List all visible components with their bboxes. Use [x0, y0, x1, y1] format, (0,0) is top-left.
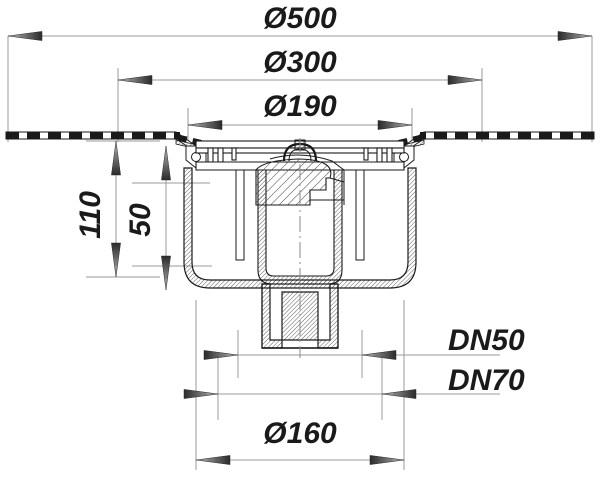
label-h110: 110 — [74, 191, 107, 239]
label-h50: 50 — [124, 203, 157, 237]
label-d190: Ø190 — [263, 90, 337, 123]
siphon-insert — [235, 169, 365, 285]
dimension-h110 — [111, 140, 121, 278]
label-dn70: DN70 — [448, 364, 525, 397]
dimension-labels: Ø500 Ø300 Ø190 110 50 DN50 DN70 Ø160 — [74, 2, 525, 450]
dimension-h50 — [161, 145, 171, 291]
label-d300: Ø300 — [263, 46, 337, 79]
dimension-dn70 — [183, 389, 417, 399]
drain-section-geometry — [5, 131, 595, 358]
label-dn50: DN50 — [448, 324, 525, 357]
label-d500: Ø500 — [263, 2, 337, 35]
label-d160: Ø160 — [263, 417, 337, 450]
drain-body-outer — [183, 167, 417, 289]
dimension-d190 — [187, 120, 413, 130]
dimension-d300 — [117, 75, 483, 85]
dimension-d160 — [195, 455, 405, 465]
dimension-d500 — [7, 31, 593, 41]
